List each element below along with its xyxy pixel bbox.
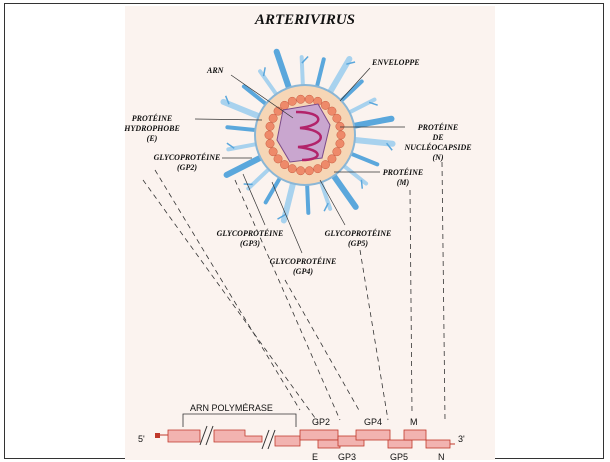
nucleocapsid-bead xyxy=(274,107,282,115)
gene-label-n: N xyxy=(438,452,445,462)
nucleocapsid-bead xyxy=(274,155,282,163)
nucleocapsid-bead xyxy=(265,131,273,139)
gene-label-m: M xyxy=(410,417,418,427)
nucleocapsid-bead xyxy=(337,131,345,139)
spike-glycoprotein xyxy=(343,165,366,184)
three-prime-label: 3' xyxy=(458,434,465,444)
orf1b-block xyxy=(275,436,300,446)
spike-glycoprotein xyxy=(227,127,257,130)
gene-label-gp4: GP4 xyxy=(364,417,382,427)
spike-glycoprotein xyxy=(266,176,281,202)
polymerase-bracket xyxy=(183,414,296,427)
spike-glycoprotein xyxy=(260,71,277,96)
nucleocapsid-bead xyxy=(336,139,344,147)
spike-glycoprotein xyxy=(248,168,270,189)
label-gp3-2: (GP3) xyxy=(240,239,260,248)
label-m-2: (M) xyxy=(397,178,410,187)
label-nucleocapsid-3: NUCLÉOCAPSIDE xyxy=(403,142,471,152)
orf-gp4 xyxy=(356,430,390,440)
nucleocapsid-bead xyxy=(321,101,329,109)
spike-glycoprotein xyxy=(244,86,267,105)
five-prime-cap xyxy=(155,433,160,438)
nucleocapsid-bead xyxy=(328,155,336,163)
orf-gp2 xyxy=(300,430,338,440)
label-gp5-2: (GP5) xyxy=(348,239,368,248)
spike-glycoprotein xyxy=(320,180,330,208)
orf-m xyxy=(404,430,426,440)
gp4-leader xyxy=(272,182,302,253)
polymerase-label: ARN POLYMÉRASE xyxy=(190,403,273,413)
label-gp2-2: (GP2) xyxy=(177,163,197,172)
gene-label-e: E xyxy=(312,452,318,462)
spike-glycoprotein xyxy=(352,119,391,126)
label-gp2-1: GLYCOPROTÉINE xyxy=(154,152,221,162)
label-gp3-1: GLYCOPROTÉINE xyxy=(217,228,284,238)
orf-e xyxy=(318,440,340,448)
nucleocapsid-bead xyxy=(296,167,304,175)
orf-gp5 xyxy=(388,440,412,448)
gene-label-gp3: GP3 xyxy=(338,452,356,462)
mapping-lines xyxy=(143,162,445,422)
spike-glycoprotein xyxy=(317,59,324,88)
label-gp4-2: (GP4) xyxy=(293,267,313,276)
nucleocapsid-bead xyxy=(266,122,274,130)
orf1a-block-right xyxy=(214,430,262,442)
spike-glycoprotein xyxy=(349,153,377,164)
label-nucleocapsid-2: DE xyxy=(431,133,443,142)
five-prime-label: 5' xyxy=(138,434,145,444)
nucleocapsid-bead xyxy=(305,95,313,103)
label-hydrophobe-1: PROTÉINE xyxy=(132,113,172,123)
nucleocapsid-bead xyxy=(280,160,288,168)
orf-n xyxy=(426,440,450,448)
nucleocapsid-bead xyxy=(336,122,344,130)
nucleocapsid-bead xyxy=(333,148,341,156)
label-gp4-1: GLYCOPROTÉINE xyxy=(270,256,337,266)
spike-glycoprotein xyxy=(307,183,308,213)
spike-branch xyxy=(361,180,362,189)
hydrophobe-leader xyxy=(195,119,262,120)
spike-glycoprotein xyxy=(340,81,362,102)
spike-glycoprotein xyxy=(227,157,263,175)
nucleocapsid-bead xyxy=(269,114,277,122)
spike-glycoprotein xyxy=(348,100,375,114)
nucleocapsid-bead xyxy=(314,164,322,172)
nucleocapsid-bead xyxy=(288,97,296,105)
map-gp2 xyxy=(155,170,300,410)
diagram-title: ARTERIVIRUS xyxy=(254,12,355,28)
nucleocapsid-bead xyxy=(280,101,288,109)
nucleocapsid-bead xyxy=(296,95,304,103)
label-hydrophobe-3: (E) xyxy=(147,134,158,143)
orf1a-block-left xyxy=(168,430,200,442)
label-hydrophobe-2: HYDROPHOBE xyxy=(123,124,180,133)
map-e xyxy=(143,180,318,422)
label-arn: ARN xyxy=(206,66,225,75)
label-m-1: PROTÉINE xyxy=(383,167,423,177)
label-gp5-1: GLYCOPROTÉINE xyxy=(325,228,392,238)
label-nucleocapsid-1: PROTÉINE xyxy=(418,122,458,132)
map-n xyxy=(442,162,445,420)
spike-glycoprotein xyxy=(333,174,356,207)
nucleocapsid-bead xyxy=(328,107,336,115)
spike-glycoprotein xyxy=(277,52,290,90)
map-gp5 xyxy=(360,250,388,420)
nucleocapsid-bead xyxy=(266,139,274,147)
nucleocapsid-bead xyxy=(288,164,296,172)
nucleocapsid-bead xyxy=(305,167,313,175)
spike-glycoprotein xyxy=(284,182,294,221)
virion xyxy=(223,52,392,221)
nucleocapsid-bead xyxy=(269,148,277,156)
label-enveloppe: ENVELOPPE xyxy=(371,58,420,67)
label-nucleocapsid-4: (N) xyxy=(432,153,443,162)
map-m xyxy=(410,190,412,412)
genome-map: 5' ARN POLYMÉRASE 3' GP2 GP4 M E G xyxy=(138,403,465,462)
gene-label-gp5: GP5 xyxy=(390,452,408,462)
nucleocapsid-bead xyxy=(333,114,341,122)
gene-label-gp2: GP2 xyxy=(312,417,330,427)
nucleocapsid-bead xyxy=(321,160,329,168)
